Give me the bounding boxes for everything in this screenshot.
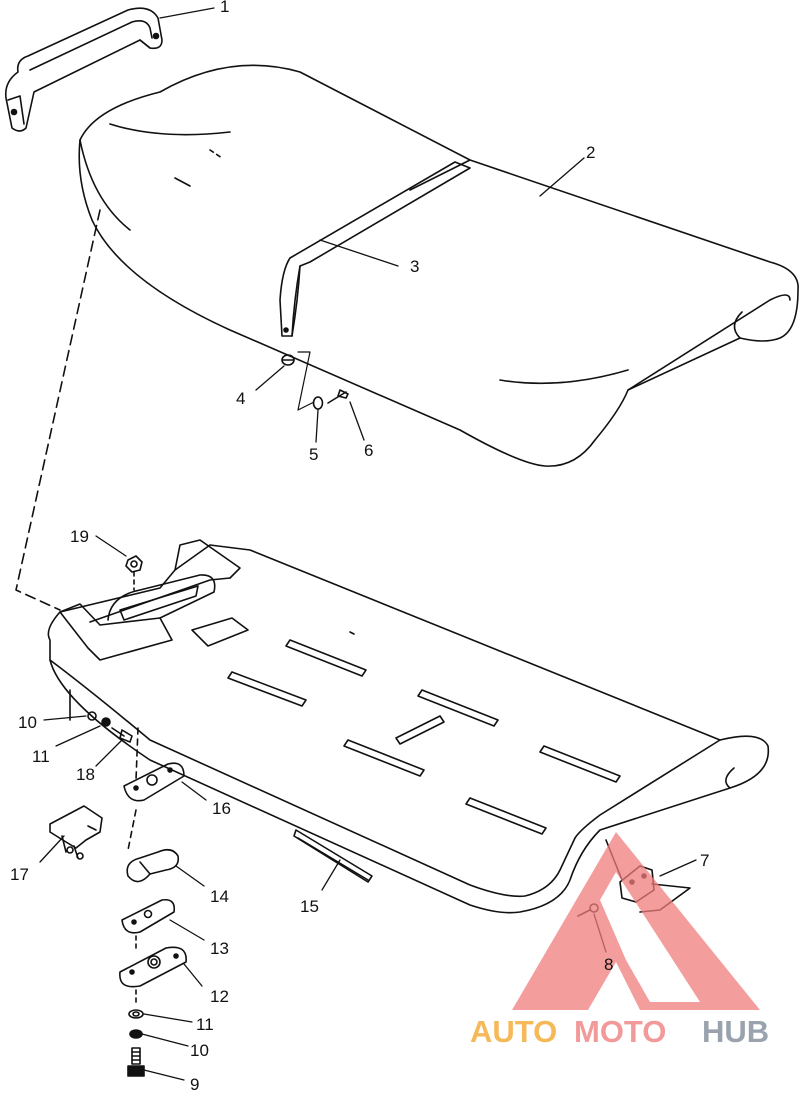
watermark-auto: AUTO — [470, 1014, 557, 1049]
callout-5: 5 — [309, 445, 318, 464]
seat-base-pan — [47, 539, 770, 914]
callout-18: 18 — [76, 765, 95, 784]
plate-part-16 — [123, 762, 185, 802]
callout-11-upper: 11 — [32, 747, 50, 766]
strap-part — [279, 161, 471, 337]
hook-part-14 — [126, 848, 180, 883]
base-plate-part-12 — [119, 946, 187, 988]
callout-1: 1 — [220, 0, 229, 16]
callout-19: 19 — [70, 527, 89, 546]
callout-9: 9 — [190, 1075, 199, 1093]
leader-lines — [39, 7, 697, 1081]
callout-15: 15 — [300, 897, 319, 916]
fastener-set-lower-left — [87, 711, 133, 743]
watermark-logo: AUTO MOTO HUB — [470, 832, 769, 1049]
grab-handle-part — [4, 7, 163, 132]
seat-cushion-part — [78, 64, 799, 467]
callout-10-lower: 10 — [190, 1041, 209, 1060]
plate-part-13 — [121, 898, 176, 934]
callout-2: 2 — [586, 143, 595, 162]
callout-7: 7 — [700, 851, 709, 870]
fastener-set-upper — [281, 351, 349, 411]
callout-14: 14 — [210, 887, 229, 906]
callout-10-upper: 10 — [18, 713, 37, 732]
callout-16: 16 — [212, 799, 231, 818]
fastener-stack-bottom — [127, 935, 145, 1077]
watermark-triangle — [512, 832, 760, 1010]
watermark-moto: MOTO — [574, 1014, 666, 1049]
latch-part-17 — [49, 805, 103, 860]
callout-3: 3 — [410, 257, 419, 276]
nut-part-19 — [125, 555, 143, 591]
callout-13: 13 — [210, 939, 229, 958]
callout-8: 8 — [604, 955, 613, 974]
trim-strip-part — [293, 829, 373, 883]
callout-6: 6 — [364, 441, 373, 460]
callout-12: 12 — [210, 987, 229, 1006]
callout-labels: 1 2 3 4 5 6 19 10 11 18 16 17 14 15 13 1… — [10, 0, 709, 1093]
watermark-hub: HUB — [702, 1014, 769, 1049]
callout-17: 17 — [10, 865, 29, 884]
callout-11-lower: 11 — [196, 1015, 214, 1034]
callout-4: 4 — [236, 389, 245, 408]
alignment-line — [15, 209, 101, 611]
